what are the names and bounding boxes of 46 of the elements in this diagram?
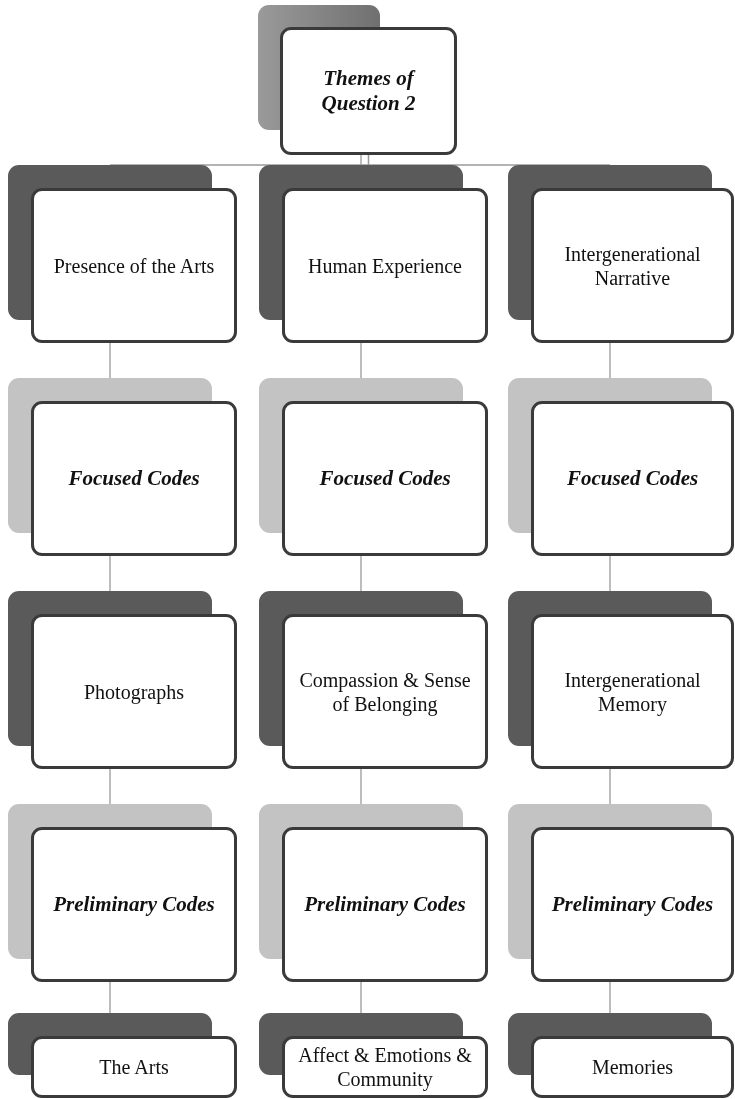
connector-line [360, 555, 362, 592]
theme-box [8, 591, 237, 769]
level-heading: Focused Codes [67, 465, 201, 492]
connector-line [609, 768, 611, 805]
connector-line [109, 342, 111, 379]
node-label: Presence of the Arts [52, 253, 216, 278]
code-level-box [508, 804, 734, 982]
theme-box [8, 165, 237, 343]
level-heading: Focused Codes [318, 465, 452, 492]
node-label: Affect & Emotions & Community [297, 1043, 473, 1091]
connector-line [109, 981, 111, 1014]
code-level-box [258, 5, 457, 155]
code-level-box [259, 804, 488, 982]
node-label: The Arts [98, 1055, 170, 1079]
code-level-box [508, 378, 734, 556]
theme-box [259, 591, 488, 769]
node-label: Intergenerational Memory [563, 667, 702, 716]
theme-box [8, 1013, 237, 1098]
theme-box [259, 165, 488, 343]
node-label: Memories [590, 1055, 675, 1079]
code-level-box [259, 378, 488, 556]
connector-line [609, 555, 611, 592]
level-heading: Preliminary Codes [52, 891, 216, 918]
code-level-box [8, 804, 237, 982]
connector-line [609, 342, 611, 379]
node-label: Photographs [83, 679, 185, 704]
level-heading: Preliminary Codes [303, 891, 467, 918]
level-heading: Focused Codes [565, 465, 700, 492]
theme-box [259, 1013, 488, 1098]
connector-line [360, 981, 362, 1014]
connector-line [609, 981, 611, 1014]
theme-box [508, 1013, 734, 1098]
connector-line [109, 555, 111, 592]
connector-line [367, 154, 611, 166]
connector-line [360, 768, 362, 805]
connector-line [109, 768, 111, 805]
node-label: Human Experience [307, 253, 463, 278]
theme-box [508, 165, 734, 343]
connector-line [360, 154, 362, 166]
level-heading: Preliminary Codes [550, 891, 715, 918]
theme-box [508, 591, 734, 769]
connector-line [360, 342, 362, 379]
node-label: Intergenerational Narrative [563, 241, 702, 290]
code-level-box [8, 378, 237, 556]
level-heading: Themes of Question 2 [320, 65, 417, 117]
node-label: Compassion & Sense of Belonging [298, 667, 472, 716]
